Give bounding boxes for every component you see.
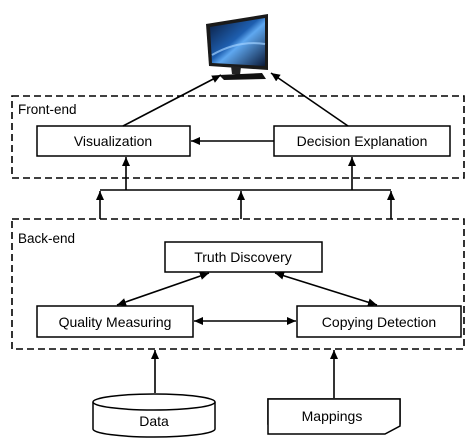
arrow-copying-truth [274,271,378,307]
truth-discovery-node: Truth Discovery [164,241,323,273]
monitor-icon [206,14,268,80]
document-icon: Mappings [267,398,401,435]
quality-measuring-label: Quality Measuring [59,314,172,330]
arrow-decision-to-monitor [270,72,349,127]
visualization-label: Visualization [74,133,152,149]
arrow-quality-truth [116,272,210,306]
frontend-label: Front-end [18,102,77,117]
arrow-visualization-to-monitor [122,74,222,127]
backend-region [11,218,465,350]
copying-detection-label: Copying Detection [322,314,436,330]
database-cylinder-icon: Data [92,393,216,438]
visualization-node: Visualization [36,125,191,157]
frontend-region [11,95,465,179]
backend-label: Back-end [18,231,75,246]
quality-measuring-node: Quality Measuring [36,305,194,338]
decision-explanation-node: Decision Explanation [273,125,451,157]
decision-explanation-label: Decision Explanation [297,133,428,149]
data-label: Data [139,413,169,429]
copying-detection-node: Copying Detection [296,305,462,338]
truth-discovery-label: Truth Discovery [194,249,292,265]
mappings-label: Mappings [302,408,363,424]
